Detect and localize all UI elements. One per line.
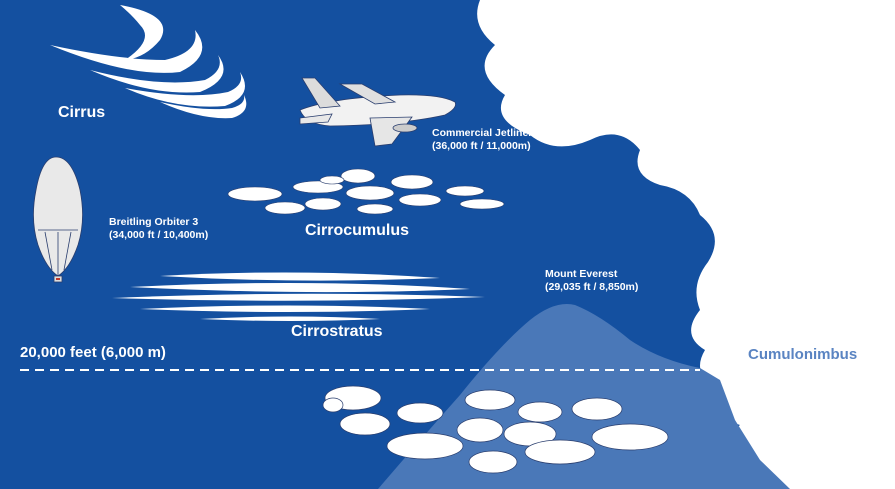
low-cumulus-clouds <box>322 385 669 474</box>
everest-altitude-label: (29,035 ft / 8,850m) <box>545 281 639 293</box>
altitude-line-label: 20,000 feet (6,000 m) <box>20 344 166 361</box>
cirrocumulus-label: Cirrocumulus <box>305 222 410 239</box>
balloon-altitude-label: (34,000 ft / 10,400m) <box>109 229 209 241</box>
cirrus-label: Cirrus <box>58 104 106 121</box>
cirrostratus-clouds <box>112 272 485 321</box>
mount-everest-shape <box>378 304 790 489</box>
balloon-name-label: Breitling Orbiter 3 <box>109 216 199 228</box>
jetliner-name-label: Commercial Jetliner <box>432 127 533 139</box>
cirrocumulus-clouds <box>227 168 505 215</box>
cirrostratus-label: Cirrostratus <box>291 323 383 340</box>
jetliner-icon <box>299 77 456 147</box>
jetliner-altitude-label: (36,000 ft / 11,000m) <box>432 140 531 152</box>
balloon-icon <box>33 156 83 283</box>
cirrus-clouds <box>50 5 247 119</box>
cumulonimbus-label: Cumulonimbus <box>748 346 858 363</box>
everest-name-label: Mount Everest <box>545 268 618 280</box>
